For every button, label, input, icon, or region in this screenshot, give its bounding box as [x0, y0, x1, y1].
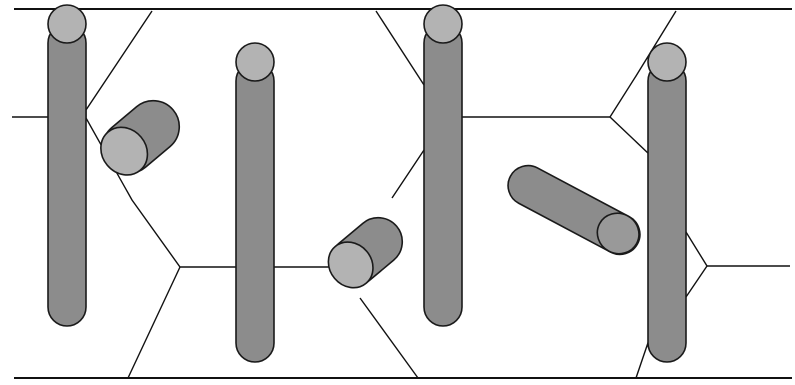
vertical-rod	[648, 43, 686, 362]
vertical-rod	[424, 5, 462, 326]
vertical-rod	[236, 43, 274, 362]
vertical-rod	[48, 5, 86, 326]
